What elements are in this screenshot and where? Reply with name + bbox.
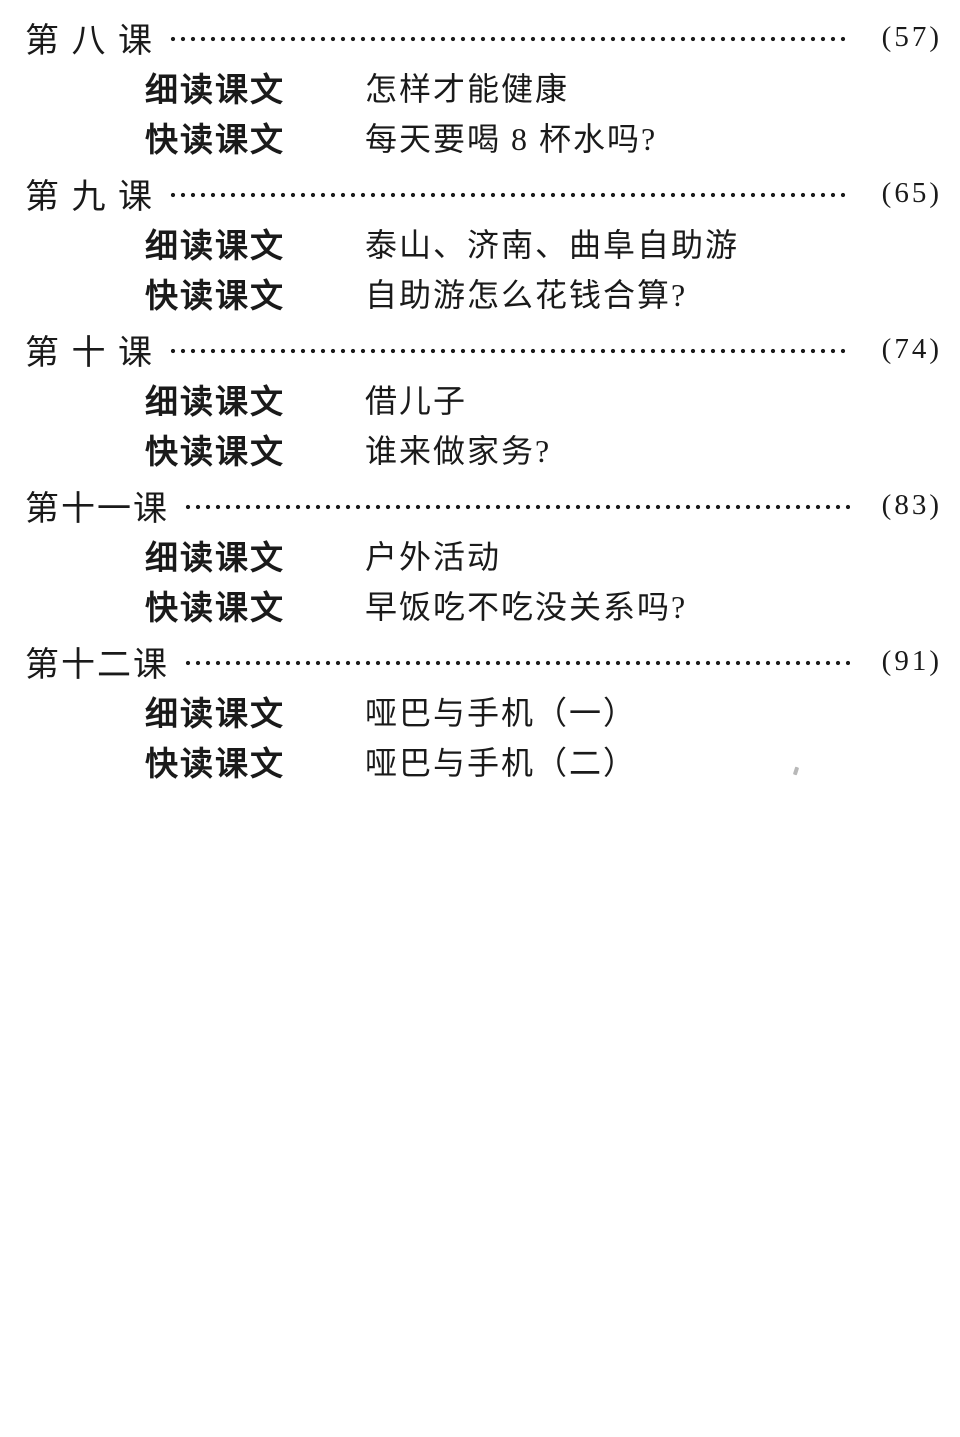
- page-number: (91): [881, 644, 942, 677]
- reading-type-label: 快读课文: [145, 277, 285, 314]
- toc-section-lesson-9: 第 九 课 (65) 细读课文 泰山、济南、曲阜自助游 快读课文 自助游怎么花钱…: [25, 168, 942, 318]
- toc-subentry: 快读课文 自助游怎么花钱合算?: [145, 268, 942, 318]
- lesson-title: 第十一课: [25, 490, 169, 528]
- lesson-text-title: 每天要喝 8 杯水吗?: [365, 121, 658, 157]
- toc-entry: 第 九 课 (65): [25, 168, 942, 218]
- dotted-leader: [185, 660, 850, 666]
- toc-entry: 第 十 课 (74): [25, 324, 942, 374]
- lesson-title: 第十二课: [25, 646, 169, 684]
- lesson-text-title: 怎样才能健康: [365, 71, 570, 107]
- lesson-title: 第 十 课: [25, 334, 154, 372]
- lesson-text-title: 哑巴与手机（一）: [365, 695, 638, 731]
- toc-subentry: 快读课文 哑巴与手机（二）: [145, 736, 942, 786]
- reading-type-label: 细读课文: [145, 227, 285, 264]
- toc-section-lesson-11: 第十一课 (83) 细读课文 户外活动 快读课文 早饭吃不吃没关系吗?: [25, 480, 942, 630]
- toc-subentry: 快读课文 谁来做家务?: [145, 424, 942, 474]
- toc-entry: 第 八 课 (57): [25, 12, 942, 62]
- lesson-text-title: 自助游怎么花钱合算?: [365, 277, 688, 313]
- page-number: (57): [881, 20, 942, 53]
- reading-type-label: 快读课文: [145, 433, 285, 470]
- lesson-title: 第 九 课: [25, 178, 154, 216]
- reading-type-label: 快读课文: [145, 589, 285, 626]
- dotted-leader: [185, 504, 850, 510]
- page-number: (83): [881, 488, 942, 521]
- toc-subentry: 细读课文 哑巴与手机（一）: [145, 686, 942, 736]
- toc-section-lesson-12: 第十二课 (91) 细读课文 哑巴与手机（一） 快读课文 哑巴与手机（二）: [25, 636, 942, 786]
- lesson-text-title: 借儿子: [365, 383, 468, 419]
- page-number: (74): [881, 332, 942, 365]
- lesson-title: 第 八 课: [25, 22, 154, 60]
- lesson-text-title: 户外活动: [365, 539, 502, 575]
- toc-section-lesson-8: 第 八 课 (57) 细读课文 怎样才能健康 快读课文 每天要喝 8 杯水吗?: [25, 12, 942, 162]
- toc-entry: 第十一课 (83): [25, 480, 942, 530]
- toc-subentry: 细读课文 怎样才能健康: [145, 62, 942, 112]
- table-of-contents: 第 八 课 (57) 细读课文 怎样才能健康 快读课文 每天要喝 8 杯水吗? …: [25, 12, 942, 786]
- reading-type-label: 细读课文: [145, 383, 285, 420]
- lesson-text-title: 谁来做家务?: [365, 433, 552, 469]
- reading-type-label: 快读课文: [145, 745, 285, 782]
- page-number: (65): [881, 176, 942, 209]
- dotted-leader: [170, 192, 850, 198]
- lesson-text-title: 早饭吃不吃没关系吗?: [365, 589, 688, 625]
- toc-section-lesson-10: 第 十 课 (74) 细读课文 借儿子 快读课文 谁来做家务?: [25, 324, 942, 474]
- toc-subentry: 细读课文 户外活动: [145, 530, 942, 580]
- toc-entry: 第十二课 (91): [25, 636, 942, 686]
- dotted-leader: [170, 348, 850, 354]
- lesson-text-title: 泰山、济南、曲阜自助游: [365, 227, 740, 263]
- reading-type-label: 快读课文: [145, 121, 285, 158]
- toc-subentry: 细读课文 借儿子: [145, 374, 942, 424]
- toc-subentry: 细读课文 泰山、济南、曲阜自助游: [145, 218, 942, 268]
- reading-type-label: 细读课文: [145, 539, 285, 576]
- lesson-text-title: 哑巴与手机（二）: [365, 745, 638, 781]
- reading-type-label: 细读课文: [145, 71, 285, 108]
- dotted-leader: [170, 36, 850, 42]
- toc-subentry: 快读课文 早饭吃不吃没关系吗?: [145, 580, 942, 630]
- toc-subentry: 快读课文 每天要喝 8 杯水吗?: [145, 112, 942, 162]
- reading-type-label: 细读课文: [145, 695, 285, 732]
